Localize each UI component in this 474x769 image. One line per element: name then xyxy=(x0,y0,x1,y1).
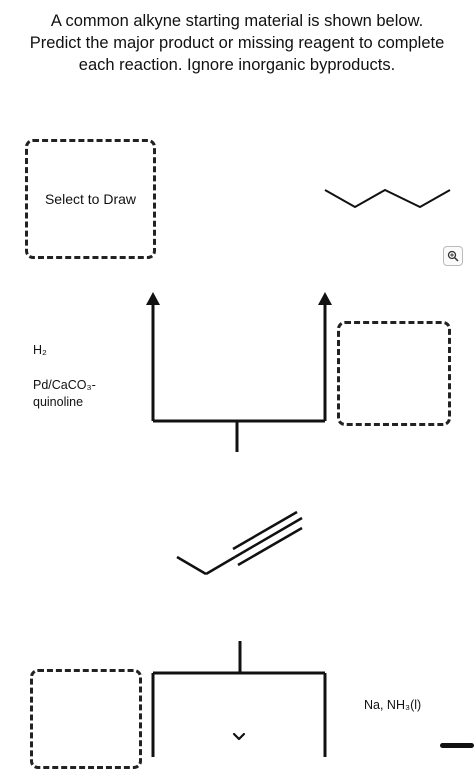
question-text: A common alkyne starting material is sho… xyxy=(0,10,474,76)
arrow-head-left xyxy=(146,292,160,305)
draw-box-product-top-left[interactable]: Select to Draw xyxy=(25,139,156,259)
draw-box-product-right[interactable] xyxy=(337,321,451,426)
arrow-head-right xyxy=(318,292,332,305)
reagent-na-nh3: Na, NH₃(l) xyxy=(364,698,422,712)
zoom-in-icon xyxy=(447,250,459,262)
expand-toggle[interactable] xyxy=(229,728,249,746)
chevron-down-icon xyxy=(232,732,246,741)
zoom-button[interactable] xyxy=(443,246,463,266)
question-line-2: Predict the major product or missing rea… xyxy=(29,34,445,52)
question-line-1: A common alkyne starting material is sho… xyxy=(50,12,424,30)
reagent-quinoline: quinoline xyxy=(33,395,84,409)
alkyne-starting-material xyxy=(176,510,303,576)
reagent-label-left: H₂ Pd/CaCO₃- quinoline xyxy=(33,342,96,411)
reaction-bracket-bottom xyxy=(151,641,327,757)
question-line-3: each reaction. Ignore inorganic byproduc… xyxy=(78,56,396,74)
draw-box-label: Select to Draw xyxy=(44,191,137,207)
reagent-label-bottom-right: Na, NH₃(l) xyxy=(364,697,421,714)
scroll-indicator xyxy=(440,743,474,748)
reagent-h2: H₂ xyxy=(33,343,47,357)
draw-box-reagent-bottom-left[interactable] xyxy=(30,669,142,769)
reagent-pd-caco3: Pd/CaCO₃- xyxy=(33,378,96,392)
reaction-bracket-top xyxy=(151,304,327,452)
product-structure xyxy=(324,188,451,209)
